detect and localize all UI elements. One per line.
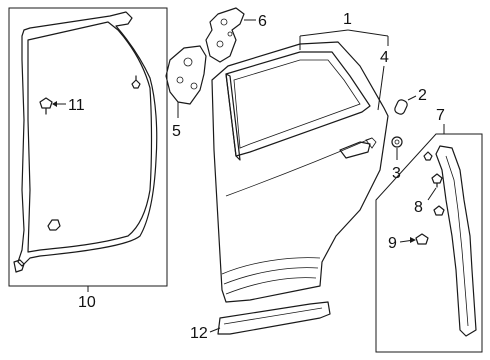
door-outer-panel <box>211 41 389 303</box>
door-handle-cap <box>365 137 377 149</box>
door-weatherstrip <box>17 11 158 267</box>
sill-trim-shape <box>217 301 331 335</box>
clip-9-shape <box>415 233 429 245</box>
arrow-9 <box>410 237 416 243</box>
leader-4 <box>377 65 385 111</box>
bracket-6-hole-c <box>227 31 233 37</box>
door-window-frame <box>225 51 371 157</box>
callout-4: 4 <box>380 49 389 66</box>
sash-molding <box>435 145 477 337</box>
callout-10: 10 <box>78 294 96 311</box>
upper-hinge-bracket: 6 <box>205 7 267 63</box>
bracket-5-shape <box>165 45 207 105</box>
molding-group: 7 8 9 <box>375 107 483 353</box>
callout-5: 5 <box>172 123 181 140</box>
rear-door: 1 4 <box>211 11 389 303</box>
leader-2 <box>407 95 417 101</box>
callout-6: 6 <box>258 13 267 30</box>
molding-frame <box>375 133 483 353</box>
lower-hinge-bracket: 5 <box>165 45 207 140</box>
bracket-6-hole-a <box>220 18 228 26</box>
bumper-2-shape <box>394 99 408 115</box>
arrow-11 <box>52 101 57 107</box>
grommet: 3 <box>391 136 403 182</box>
door-lower-structure <box>221 257 321 295</box>
callout-3: 3 <box>392 165 401 182</box>
grommet-3-inner <box>394 139 400 145</box>
leader-8 <box>427 187 437 201</box>
clip-11-shape <box>39 97 53 115</box>
leader-1b <box>347 29 389 37</box>
bracket-5-hole-b <box>176 76 184 84</box>
callout-7: 7 <box>436 107 445 124</box>
sash-molding-inner <box>445 155 469 327</box>
molding-clip-top <box>423 151 433 161</box>
bracket-5-hole-c <box>190 82 198 90</box>
weatherstrip-group: 11 10 <box>8 7 168 311</box>
callout-2: 2 <box>418 87 427 104</box>
weatherstrip-clip-bottom <box>47 219 61 231</box>
callout-8: 8 <box>414 199 423 216</box>
door-bumper: 2 <box>394 87 427 115</box>
door-sash <box>225 73 241 161</box>
clip-8-shape <box>431 173 443 188</box>
grommet-3-outer <box>391 136 403 148</box>
weatherstrip-end-bracket <box>13 259 25 273</box>
callout-1: 1 <box>343 11 352 28</box>
leader-1a <box>299 29 349 37</box>
leader-12 <box>209 327 221 333</box>
callout-9: 9 <box>388 235 397 252</box>
door-window-glass-edge <box>233 59 361 149</box>
molding-clip-mid <box>433 205 445 216</box>
weatherstrip-inner-line <box>27 21 153 253</box>
weatherstrip-clip-top <box>131 75 141 89</box>
bracket-5-hole-a <box>183 57 193 67</box>
bracket-6-shape <box>205 7 245 63</box>
sill-trim-line <box>223 307 323 325</box>
door-character-line <box>225 137 373 197</box>
callout-11: 11 <box>68 97 85 114</box>
door-handle <box>339 141 371 159</box>
sill-trim: 12 <box>190 301 331 342</box>
bracket-6-hole-b <box>216 40 224 48</box>
callout-12: 12 <box>190 325 208 342</box>
